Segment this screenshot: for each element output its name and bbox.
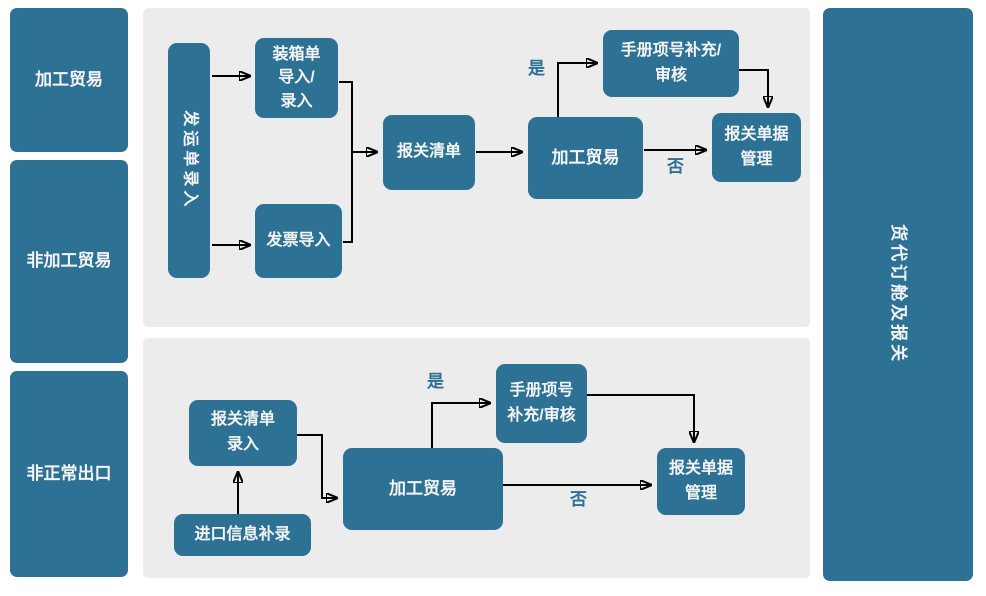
lane-abnormal-export: 非正常出口 (10, 371, 128, 577)
lane-processing-trade: 加工贸易 (10, 8, 128, 152)
branch-label-yes-bottom: 是 (427, 372, 444, 391)
node-processing-trade-top: 加工贸易 (528, 117, 643, 199)
node-invoice-import: 发票导入 (255, 204, 342, 278)
node-declaration-list: 报关清单 (383, 115, 475, 190)
node-import-info-supplement: 进口信息补录 (174, 514, 311, 556)
node-manual-item-supplement-top: 手册项号补充/ 审核 (603, 30, 739, 97)
node-shipping-note-entry-label: 发运单录入 (181, 110, 199, 211)
lane-forwarder-booking-declaration-label: 货代订舱及报关 (889, 224, 909, 365)
node-packing-list-import: 装箱单 导入/ 录入 (255, 38, 338, 118)
branch-label-no-top: 否 (667, 157, 684, 176)
lane-non-processing-trade: 非加工贸易 (10, 160, 128, 363)
node-declaration-doc-management-bottom: 报关单据 管理 (657, 448, 745, 515)
node-processing-trade-bottom: 加工贸易 (343, 448, 503, 530)
lane-forwarder-booking-declaration: 货代订舱及报关 (823, 8, 973, 581)
node-declaration-doc-management-top: 报关单据 管理 (712, 113, 801, 182)
branch-label-no-bottom: 否 (570, 490, 587, 509)
branch-label-yes-top: 是 (528, 59, 545, 78)
node-shipping-note-entry: 发运单录入 (168, 43, 210, 278)
node-declaration-list-entry: 报关清单 录入 (189, 400, 297, 466)
node-manual-item-supplement-bottom: 手册项号 补充/审核 (496, 364, 587, 443)
